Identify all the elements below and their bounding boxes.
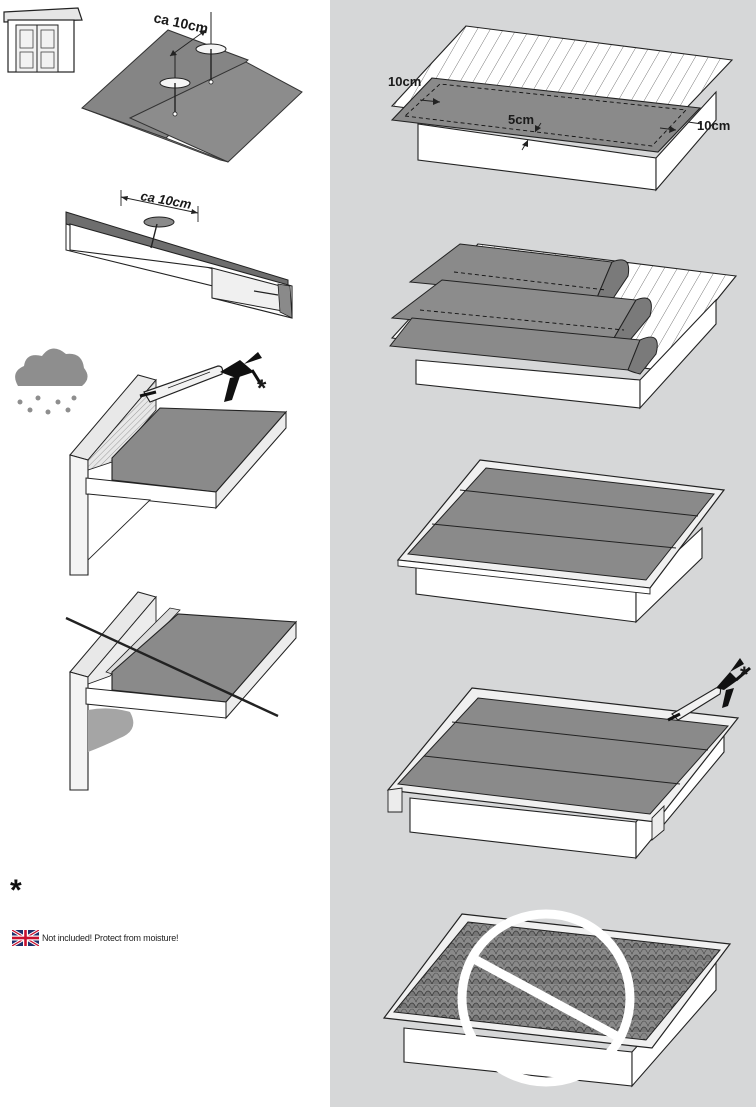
glue-asterisk-right: * xyxy=(740,662,749,687)
overlap-left-label: 10cm xyxy=(388,74,421,89)
roof-shingles-prohibited xyxy=(382,909,732,1088)
moisture-note: Not included! Protect from moisture! xyxy=(12,930,179,946)
glue-gun-icon xyxy=(139,352,264,403)
step2-distance-label: ca 10cm xyxy=(139,188,193,212)
roof-overlap-diagram xyxy=(390,25,734,192)
overlap-middle-label: 5cm xyxy=(508,112,534,127)
step1-distance-label: ca 10cm xyxy=(152,9,209,36)
step3-correct-seal xyxy=(69,374,288,576)
rain-cloud-icon xyxy=(15,348,88,415)
shed-thumbnail xyxy=(3,7,83,73)
note-text: Not included! Protect from moisture! xyxy=(42,933,179,943)
step1-felt-nails xyxy=(81,12,303,163)
overlap-right-label: 10cm xyxy=(697,118,730,133)
glue-asterisk: * xyxy=(257,375,267,402)
roof-glue-trim xyxy=(386,687,740,860)
roof-felt-rolling xyxy=(389,243,738,410)
uk-flag-icon xyxy=(12,930,39,946)
step4-wrong-seal xyxy=(65,591,298,791)
roof-with-edge-trim xyxy=(396,459,726,624)
glue-gun-icon-right xyxy=(667,658,751,722)
footnote-asterisk: * xyxy=(10,874,22,907)
step2-edge-detail xyxy=(65,190,293,319)
left-column xyxy=(0,0,330,1107)
